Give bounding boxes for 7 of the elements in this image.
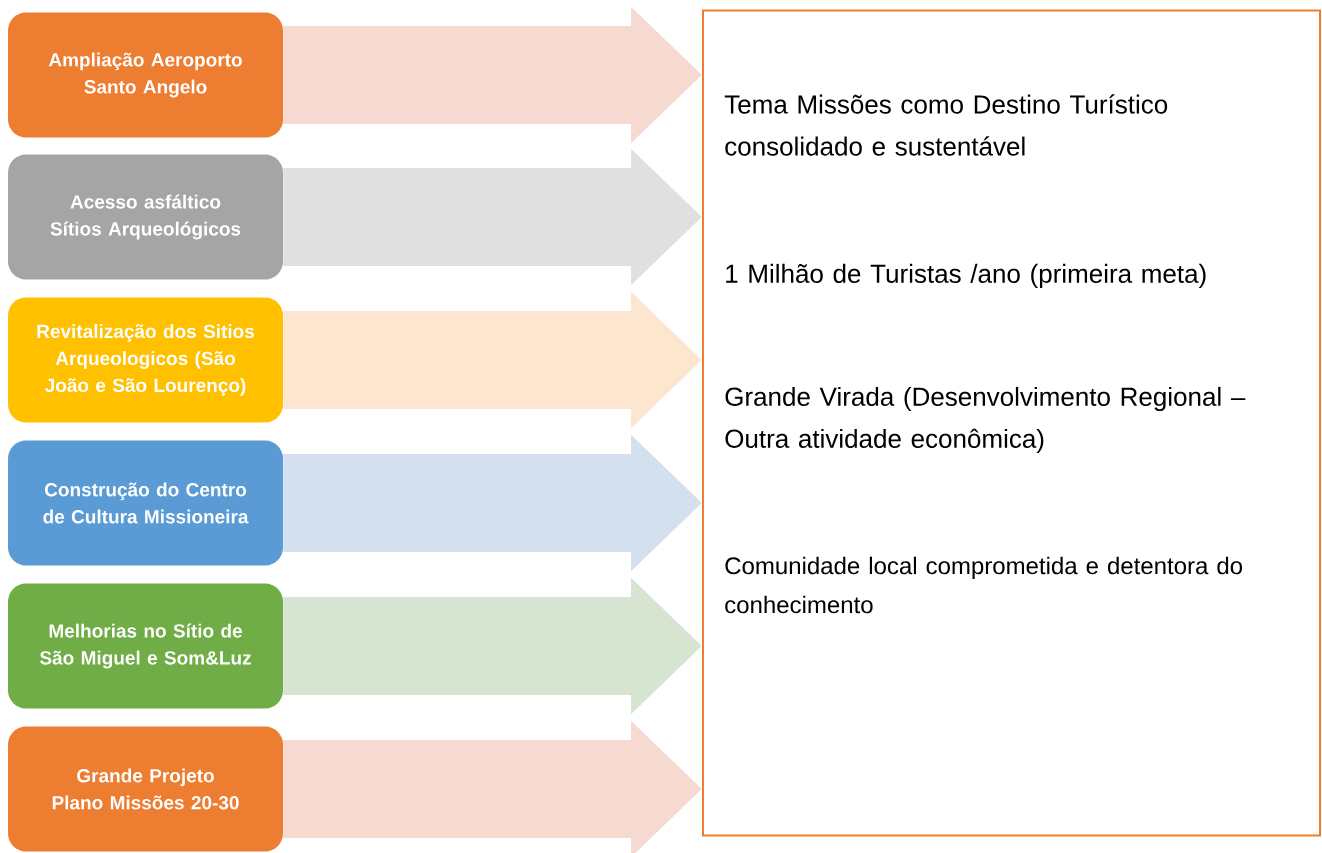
process-box: Acesso asfáltico Sítios Arqueológicos (8, 154, 283, 280)
process-box: Revitalização dos Sitios Arqueologicos (São João e São Lourenço) (8, 297, 283, 423)
process-box: Grande Projeto Plano Missões 20-30 (8, 726, 283, 852)
process-box: Melhorias no Sítio de São Miguel e Som&Luz (8, 583, 283, 709)
process-box: Construção do Centro de Cultura Missioneira (8, 440, 283, 566)
goals-box: Tema Missões como Destino Turístico consolidado e sustentável 1 Milhão de Turistas /ano (primeira meta) Grande Virada (Desenvolvimento Regional – Outra atividade econômica) Comunidade local comprometida e detentora do conhecimento (702, 9, 1321, 837)
process-box: Ampliação Aeroporto Santo Angelo (8, 12, 283, 138)
